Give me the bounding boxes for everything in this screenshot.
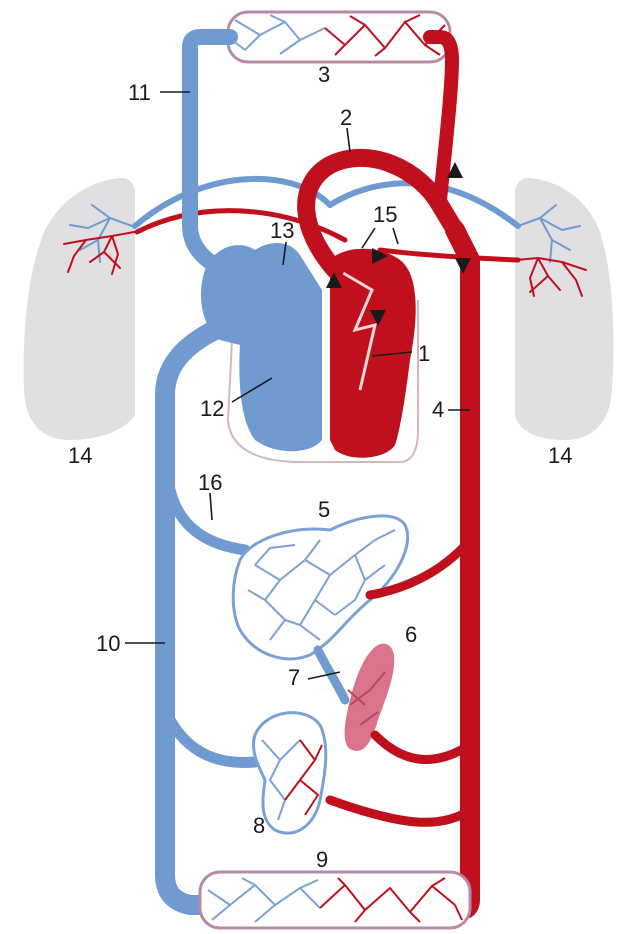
spleen <box>345 644 395 751</box>
splenic-artery <box>375 735 470 759</box>
leader-15b <box>393 228 398 244</box>
label-12: 12 <box>200 396 224 421</box>
label-11: 11 <box>128 80 151 105</box>
label-4: 4 <box>432 397 444 422</box>
label-14-left: 14 <box>68 443 92 468</box>
renal-artery <box>330 800 470 822</box>
liver <box>233 516 407 659</box>
label-7: 7 <box>288 665 300 690</box>
label-13: 13 <box>270 218 294 243</box>
renal-vein <box>170 720 255 763</box>
upper-body-capillary-bed-outline <box>228 12 450 62</box>
label-2: 2 <box>340 105 352 130</box>
pulmonary-artery-right <box>380 250 518 260</box>
label-15: 15 <box>373 202 397 227</box>
label-9: 9 <box>316 847 328 872</box>
hepatic-vein <box>170 490 245 550</box>
label-6: 6 <box>405 622 417 647</box>
leader-15a <box>362 228 375 248</box>
heart <box>201 243 418 462</box>
label-1: 1 <box>418 341 430 366</box>
label-3: 3 <box>318 62 330 87</box>
label-10: 10 <box>96 631 120 656</box>
right-lung <box>515 178 614 440</box>
lower-body-capillary-bed-outline <box>200 872 470 928</box>
superior-vena-cava <box>190 37 230 265</box>
leader-2 <box>347 128 350 152</box>
label-8: 8 <box>253 813 265 838</box>
spleen-shape <box>345 644 395 751</box>
label-16: 16 <box>198 470 222 495</box>
label-5: 5 <box>318 497 330 522</box>
leader-16 <box>210 493 212 520</box>
portal-vein <box>318 650 345 700</box>
left-lung <box>24 178 135 440</box>
label-14-right: 14 <box>548 443 572 468</box>
